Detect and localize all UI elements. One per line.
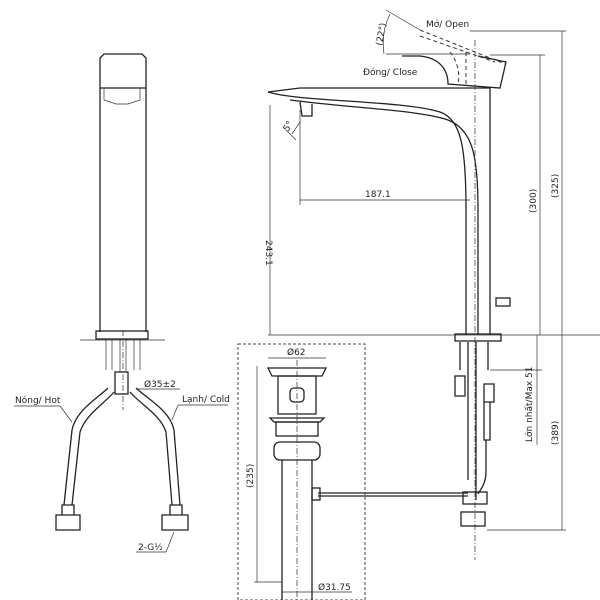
drain-pipe-diameter-label: Ø31.75 <box>318 582 351 593</box>
front-view <box>14 53 228 553</box>
below-counter-label: (389) <box>551 421 561 445</box>
hot-label: Nóng/ Hot <box>15 395 61 406</box>
hole-diameter-label: Ø35±2 <box>144 379 176 390</box>
open-label: Mở/ Open <box>426 19 469 30</box>
height-300-label: (300) <box>529 189 539 213</box>
spout-angle-label: 5° <box>282 120 296 134</box>
connection-label: 2-G½ <box>138 543 163 553</box>
close-label: Đóng/ Close <box>363 67 418 78</box>
drain-length-label: (235) <box>246 464 256 488</box>
max-thickness-label: Lớn nhất/Max 51 <box>524 367 535 443</box>
spout-height-label: 243.1 <box>263 240 273 266</box>
spout-reach-label: 187.1 <box>365 190 391 200</box>
cold-label: Lạnh/ Cold <box>182 395 230 405</box>
drain-top-diameter-label: Ø62 <box>287 347 306 358</box>
handle-angle-label: (22°) <box>375 22 389 46</box>
height-325-label: (325) <box>551 174 561 198</box>
side-view <box>267 9 600 560</box>
drain-assembly <box>237 343 366 600</box>
